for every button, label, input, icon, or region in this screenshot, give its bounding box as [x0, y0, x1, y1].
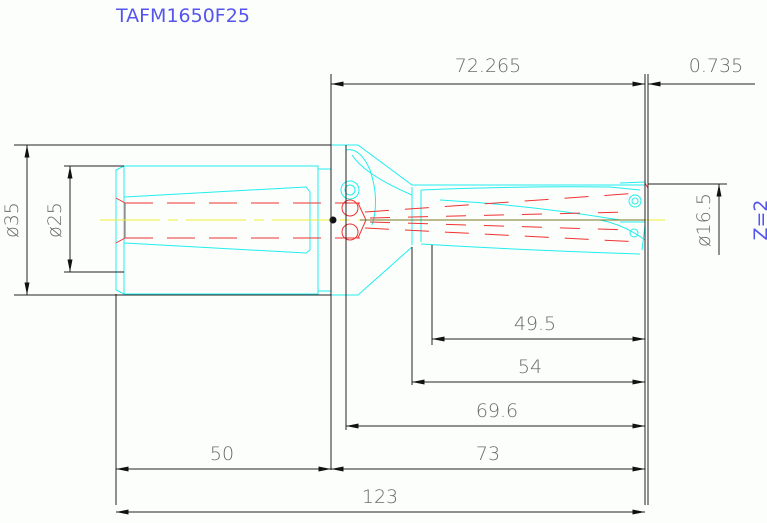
dim-0-735: 0.735: [689, 55, 743, 77]
tool-outline: [115, 144, 646, 296]
dim-50: 50: [210, 443, 234, 465]
dim-73: 73: [476, 443, 500, 465]
dim-dia-16-5: ø16.5: [693, 193, 715, 247]
dim-69-6: 69.6: [476, 400, 518, 422]
hidden-lines: [115, 182, 649, 244]
dim-72-265: 72.265: [455, 55, 521, 77]
dim-54: 54: [518, 356, 542, 378]
dim-49-5: 49.5: [514, 313, 556, 335]
drawing-title: TAFM1650F25: [115, 5, 250, 27]
dim-dia-25: ø25: [44, 202, 66, 238]
insert-count-label: Z=2: [750, 199, 767, 240]
dimension-lines: [14, 74, 755, 515]
dim-123: 123: [362, 486, 398, 508]
dim-dia-35: ø35: [1, 202, 23, 238]
